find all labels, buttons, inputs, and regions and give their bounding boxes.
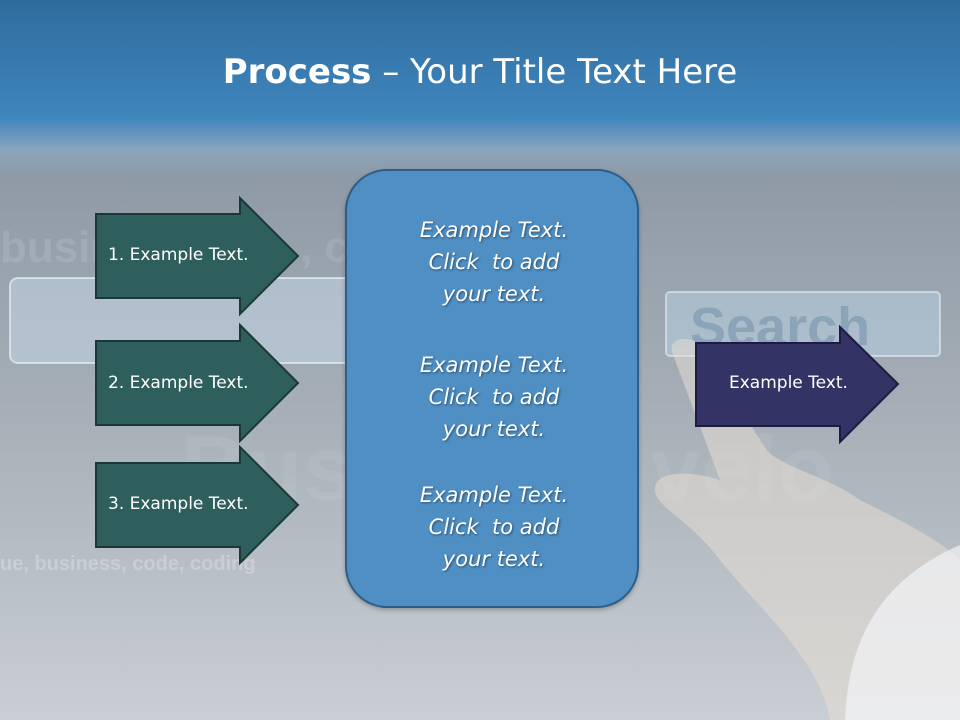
left-arrow-1-label: 1. Example Text.	[108, 245, 249, 265]
svg-text:, c: , c	[300, 223, 349, 272]
left-arrow-3[interactable]	[95, 444, 300, 566]
center-text-box[interactable]: Example Text. Click to add your text. Ex…	[345, 169, 639, 608]
left-arrow-2[interactable]	[95, 322, 300, 444]
right-arrow-label: Example Text.	[729, 373, 848, 393]
slide-title: Process – Your Title Text Here	[0, 52, 960, 92]
left-arrow-2-label: 2. Example Text.	[108, 373, 249, 393]
center-paragraph-2: Example Text. Click to add your text.	[419, 353, 569, 441]
left-arrow-1[interactable]	[95, 195, 300, 317]
title-rest: – Your Title Text Here	[371, 52, 738, 92]
left-arrow-3-label: 3. Example Text.	[108, 494, 249, 514]
bg-keywords-text: ue, business, code, coding	[0, 553, 256, 575]
title-bold: Process	[222, 52, 372, 92]
center-paragraph-1: Example Text. Click to add your text.	[419, 218, 569, 306]
center-paragraph-3: Example Text. Click to add your text.	[419, 483, 569, 571]
right-arrow[interactable]	[695, 324, 900, 445]
